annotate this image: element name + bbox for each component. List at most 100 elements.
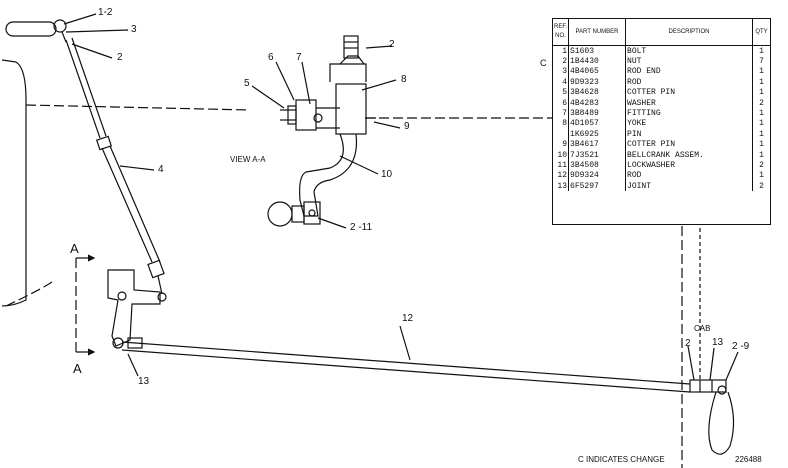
callout-9: 9 [404,121,410,132]
callout-6: 6 [268,52,274,63]
section-a-top: A [70,241,79,256]
callout-2-view: 2 [389,39,395,50]
part-ref: 8 [553,118,570,130]
header-part: PART NUMBER [568,19,627,46]
part-number: 4B4065 [568,66,627,78]
part-number: 7J3521 [568,149,627,161]
part-ref: 10 [553,149,570,161]
drawing-number: 226488 [735,455,762,464]
part-description: BOLT [625,45,754,57]
part-description: PIN [625,129,754,140]
part-qty: 2 [759,181,764,191]
part-description: ROD [625,77,754,88]
part-number: 4B4283 [568,97,627,109]
part-description: JOINT [625,181,754,192]
part-qty: 1 [759,88,764,98]
part-qty: 2 [759,98,764,108]
part-ref: 3 [553,66,570,78]
part-qty: 1 [759,119,764,129]
rod-coupler [95,135,113,151]
part-ref: 1 [553,45,570,57]
part-ref: 6 [553,97,570,109]
part-qty: 1 [759,171,764,181]
view-a-a-label: VIEW A-A [230,155,266,164]
rod-lower-a [121,341,691,385]
part-number: 9D9324 [568,170,627,182]
part-number: 6F5297 [568,181,627,192]
part-ref: 4 [553,77,570,88]
callout-4: 4 [158,164,164,175]
part-number: S1603 [568,45,627,57]
rod-upper-a [65,39,101,139]
callout-2-top: 2 [117,52,123,63]
cab-outline [1,59,27,307]
view-bellcrank [299,133,358,217]
part-description: COTTER PIN [625,139,754,150]
part-qty: 1 [759,150,764,160]
header-qty: QTY [752,19,770,46]
part-ref [553,129,570,140]
callout-5: 5 [244,78,250,89]
part-number: 3B4628 [568,87,627,98]
callout-10: 10 [381,169,393,180]
right-joint [689,379,727,393]
part-qty: 7 [759,57,764,67]
part-qty: 1 [759,129,764,139]
part-qty: 1 [759,140,764,150]
callout-7: 7 [296,52,302,63]
right-lever [708,391,735,455]
callout-2-right: 2 [685,338,691,349]
part-description: ROD [625,170,754,182]
part-description: LOCKWASHER [625,160,754,171]
change-note: C INDICATES CHANGE [578,455,665,464]
part-ref: 12 [553,170,570,182]
part-ref: 13 [553,181,570,192]
part-ref: 2 [553,56,570,67]
part-ref: 11 [553,160,570,171]
part-qty: 1 [759,109,764,119]
part-ref: 7 [553,108,570,119]
view-fitting [295,99,317,131]
part-ref: 5 [553,87,570,98]
part-qty: 1 [759,77,764,87]
header-ref: REF. NO. [553,19,570,46]
part-description: NUT [625,56,754,67]
part-ref: 9 [553,139,570,150]
callout-13-right: 13 [712,337,724,348]
view-yoke [335,83,367,135]
part-number: 4D1057 [568,118,627,130]
part-number: 1B4430 [568,56,627,67]
part-number: 3B4617 [568,139,627,150]
handle-pivot [53,19,67,33]
callout-13-left: 13 [138,376,150,387]
part-description: YOKE [625,118,754,130]
cab-label: CAB [694,324,711,333]
rod-upper-b [101,147,153,263]
part-qty: 1 [759,67,764,77]
callout-12: 12 [402,313,414,324]
callout-2-11: 2 -11 [350,222,373,233]
part-description: WASHER [625,97,754,109]
part-number: 9D9323 [568,77,627,88]
part-number: 1K6925 [568,129,627,140]
part-description: COTTER PIN [625,87,754,98]
part-qty: 1 [759,46,764,56]
part-qty: 2 [759,160,764,170]
left-bellcrank [107,269,161,347]
